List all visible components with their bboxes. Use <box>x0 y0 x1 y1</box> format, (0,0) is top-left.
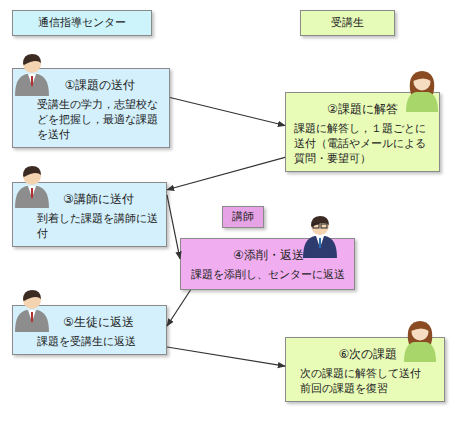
step-body: 課題に解答し，１題ごとに送付（電話やメールによる質問・要望可） <box>294 122 431 167</box>
box-label: 受講生 <box>305 16 390 31</box>
flow-arrow <box>170 97 285 125</box>
process-box: ④添削・返送課題を添削し、センターに返送 <box>180 238 355 290</box>
group-header: 通信指導センター <box>12 10 152 36</box>
step-body: 課題を受講生に返送 <box>37 335 160 350</box>
step-heading: ②課題に解答 <box>294 101 431 117</box>
flow-arrow <box>167 157 285 189</box>
flow-arrow <box>167 195 180 259</box>
step-heading: ⑥次の課題 <box>300 346 436 362</box>
flow-arrow <box>167 290 191 326</box>
step-heading: ①課題の送付 <box>37 77 163 93</box>
step-body: 次の課題に解答して送付 <box>300 367 436 382</box>
process-box: ⑥次の課題次の課題に解答して送付前回の課題を復習 <box>285 337 445 402</box>
flow-arrow <box>167 347 285 366</box>
step-heading: ④添削・返送 <box>191 247 346 263</box>
box-label: 通信指導センター <box>17 16 147 31</box>
process-box: ①課題の送付受講生の学力，志望校などを把握し，最適な課題を送付 <box>12 68 170 148</box>
step-heading: ③講師に送付 <box>37 191 160 207</box>
role-label: 講師 <box>222 206 264 228</box>
box-label: 講師 <box>225 210 261 225</box>
group-header: 受講生 <box>300 10 395 36</box>
step-body: 課題を添削し、センターに返送 <box>191 268 346 283</box>
process-box: ②課題に解答課題に解答し，１題ごとに送付（電話やメールによる質問・要望可） <box>285 92 440 172</box>
process-box: ③講師に送付到着した課題を講師に送付 <box>12 182 167 247</box>
step-heading: ⑤生徒に返送 <box>37 314 160 330</box>
step-body: 前回の課題を復習 <box>300 382 436 397</box>
process-box: ⑤生徒に返送課題を受講生に返送 <box>12 305 167 355</box>
step-body: 到着した課題を講師に送付 <box>37 212 160 242</box>
step-body: 受講生の学力，志望校などを把握し，最適な課題を送付 <box>37 98 163 143</box>
